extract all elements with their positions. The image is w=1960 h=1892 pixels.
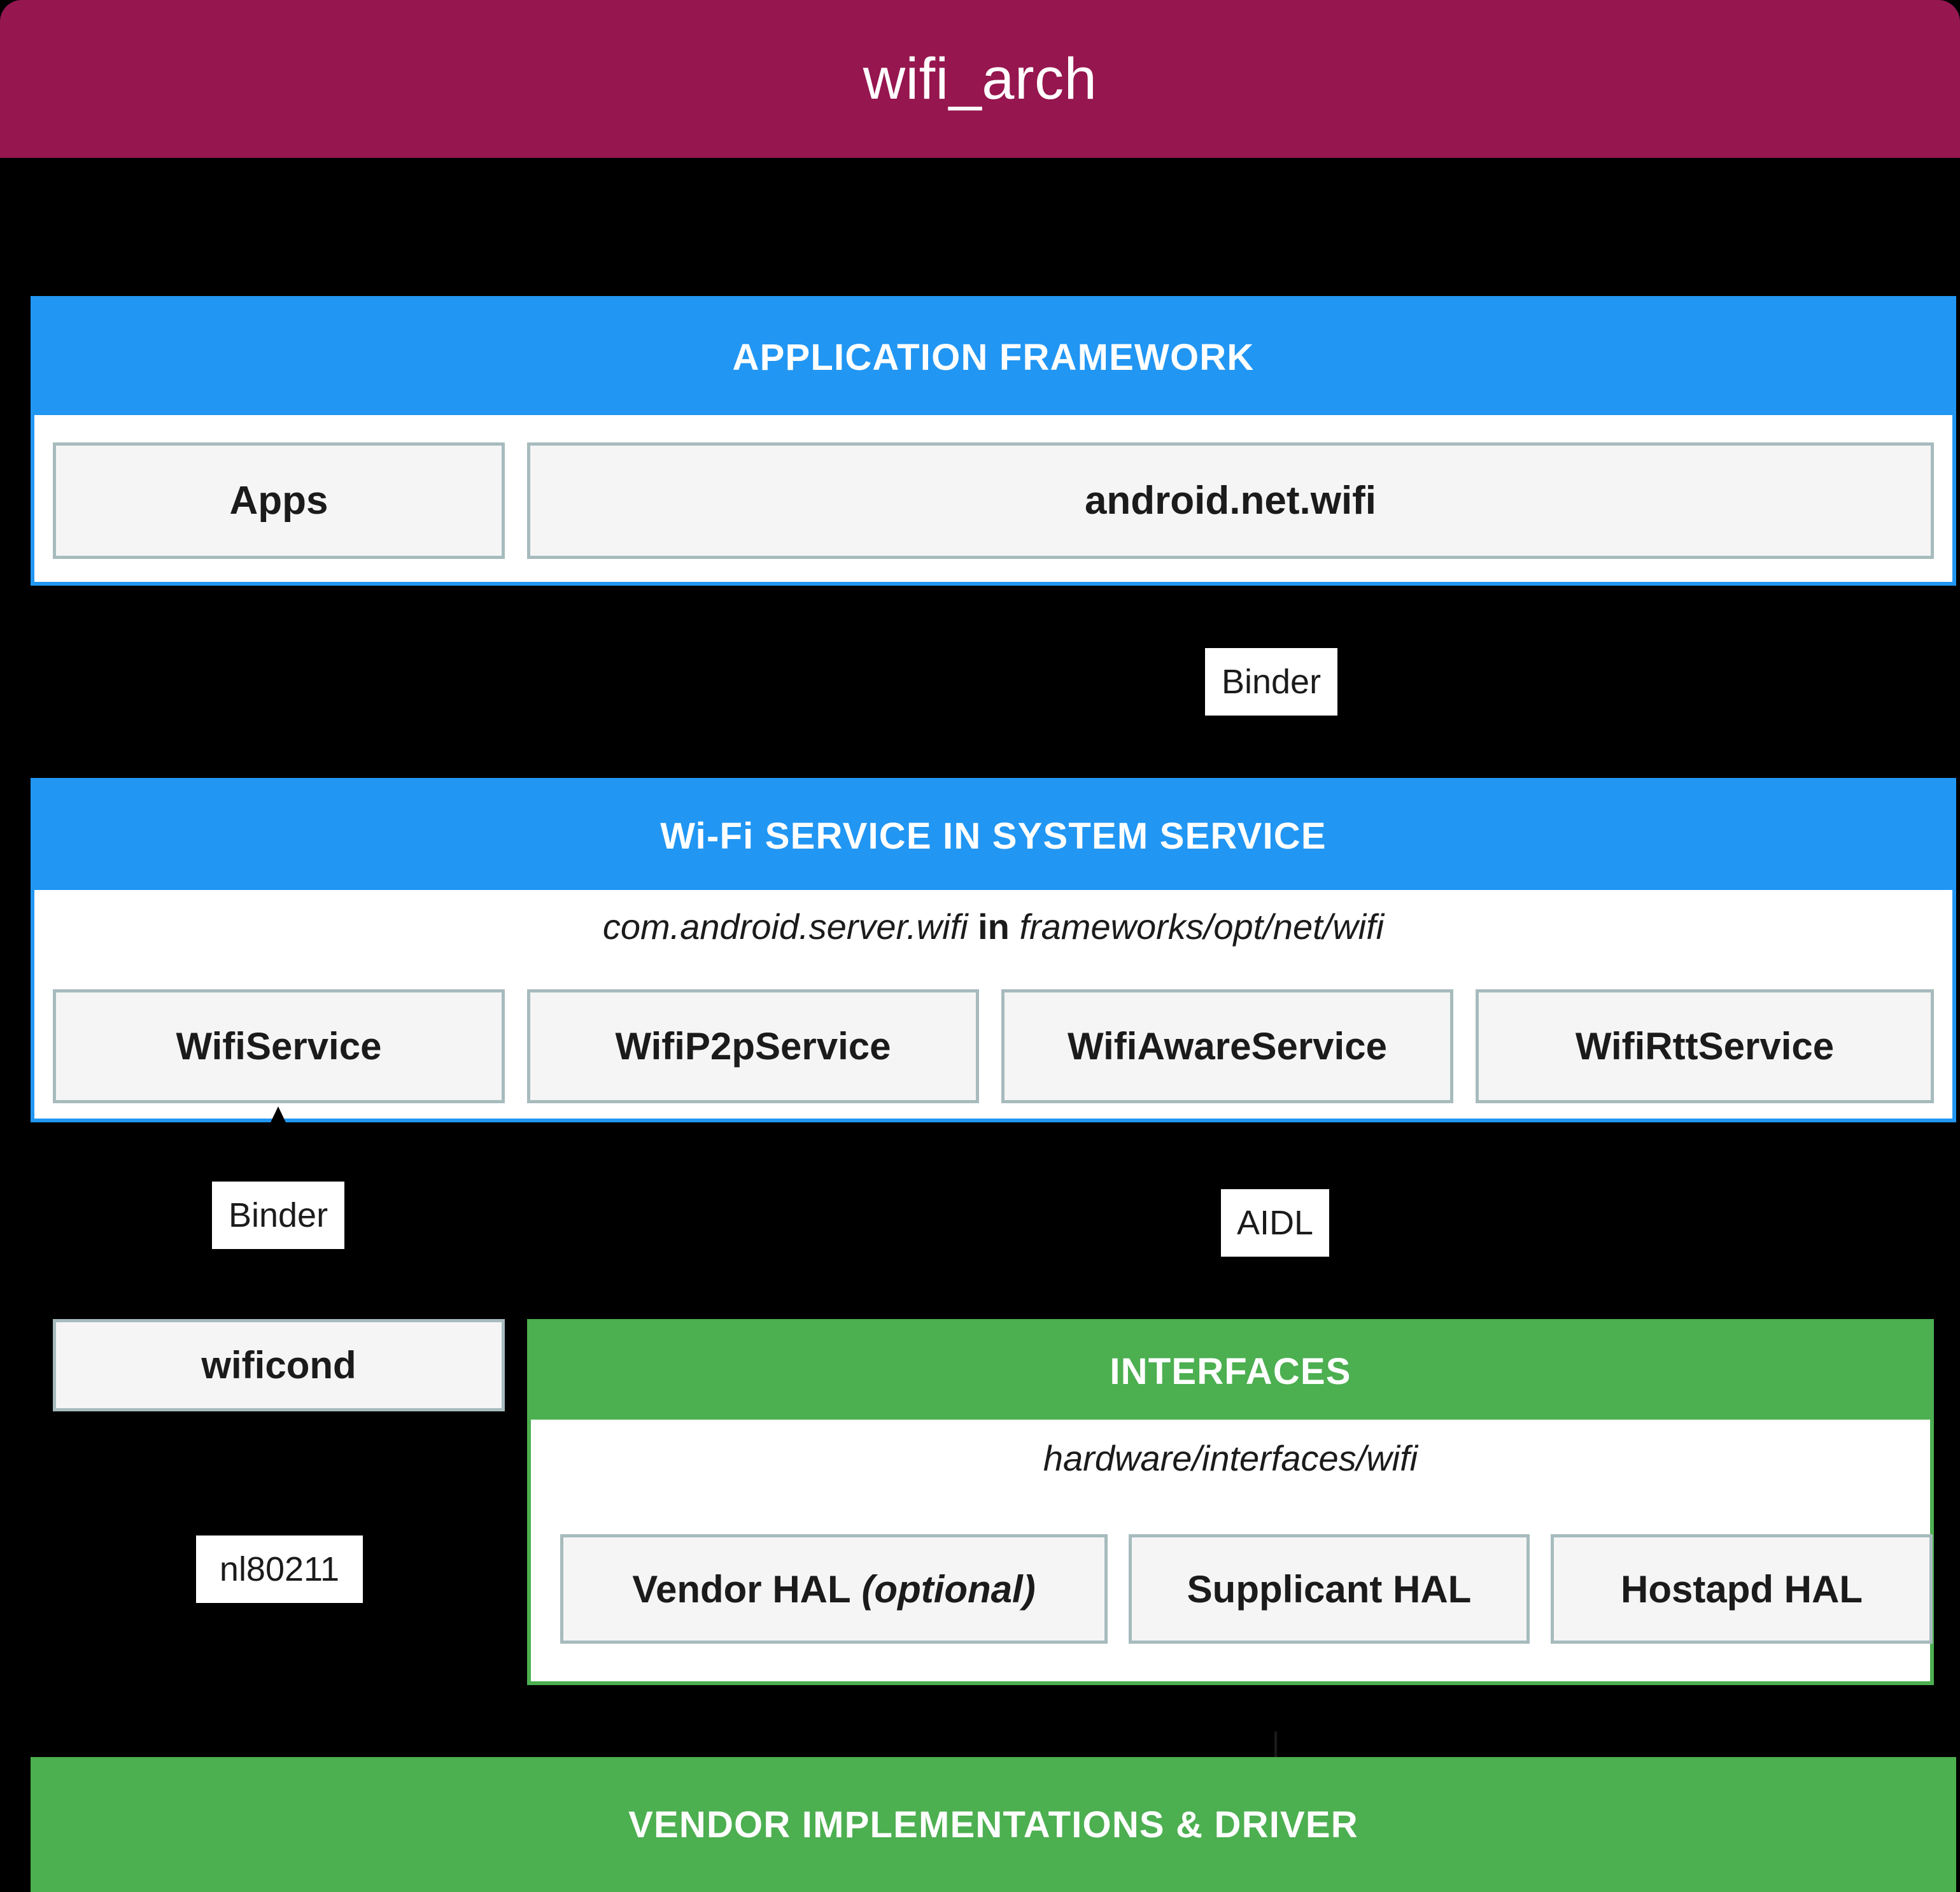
box-wifirttservice-label: WifiRttService: [1575, 1025, 1835, 1068]
box-wifip2pservice-label: WifiP2pService: [615, 1025, 891, 1068]
wifi-service-path-joiner: in: [978, 907, 1010, 947]
interfaces-path-caption: hardware/interfaces/wifi: [1043, 1438, 1418, 1478]
box-supplicant-hal-label: Supplicant HAL: [1187, 1567, 1472, 1611]
box-wifiawareservice-label: WifiAwareService: [1068, 1025, 1387, 1068]
nl80211-text: nl80211: [219, 1550, 340, 1588]
box-wificond[interactable]: wificond: [53, 1319, 505, 1411]
box-wifirttservice[interactable]: WifiRttService: [1476, 989, 1934, 1103]
layer-vendor-implementations: VENDOR IMPLEMENTATIONS & DRIVER: [31, 1757, 1956, 1892]
connector-label-binder-wificond: Binder: [212, 1182, 344, 1249]
box-wificond-label: wificond: [201, 1344, 356, 1387]
box-apps-label: Apps: [229, 479, 328, 523]
box-android-net-wifi[interactable]: android.net.wifi: [527, 442, 1934, 559]
box-apps[interactable]: Apps: [53, 442, 505, 559]
page-title: wifi_arch: [863, 46, 1097, 111]
interfaces-to-vendor-line: [1274, 1732, 1277, 1757]
box-supplicant-hal[interactable]: Supplicant HAL: [1129, 1534, 1530, 1644]
box-wifiservice[interactable]: WifiService: [53, 989, 505, 1103]
box-hostapd-hal-label: Hostapd HAL: [1621, 1567, 1863, 1611]
box-vendor-hal-optional: (optional): [861, 1567, 1036, 1611]
wifi-service-path-caption: com.android.server.wifi in frameworks/op…: [34, 906, 1952, 947]
box-vendor-hal[interactable]: Vendor HAL (optional): [560, 1534, 1108, 1644]
binder-wificond-text: Binder: [228, 1196, 328, 1234]
box-android-net-wifi-label: android.net.wifi: [1084, 479, 1377, 523]
wifi-service-path-suffix: frameworks/opt/net/wifi: [1019, 907, 1385, 947]
application-framework-header: APPLICATION FRAMEWORK: [34, 300, 1952, 415]
box-vendor-hal-label: Vendor HAL: [632, 1567, 851, 1611]
connector-label-nl80211: nl80211: [196, 1535, 363, 1603]
box-wifiawareservice[interactable]: WifiAwareService: [1001, 989, 1453, 1103]
aidl-text: AIDL: [1236, 1204, 1314, 1242]
arrow-wificond-to-wifiservice: [264, 1106, 292, 1136]
box-wifip2pservice[interactable]: WifiP2pService: [527, 989, 979, 1103]
connector-label-binder-framework: Binder: [1205, 648, 1337, 716]
wifi-service-header: Wi-Fi SERVICE IN SYSTEM SERVICE: [34, 782, 1952, 890]
connector-label-aidl: AIDL: [1221, 1189, 1329, 1257]
interfaces-header: INTERFACES: [531, 1323, 1930, 1420]
wifi-service-path-prefix: com.android.server.wifi: [602, 907, 968, 947]
box-wifiservice-label: WifiService: [176, 1025, 382, 1068]
window-title-bar: wifi_arch: [0, 0, 1960, 158]
vendor-implementations-header: VENDOR IMPLEMENTATIONS & DRIVER: [31, 1757, 1956, 1892]
binder-framework-text: Binder: [1221, 663, 1322, 701]
box-hostapd-hal[interactable]: Hostapd HAL: [1551, 1534, 1933, 1644]
